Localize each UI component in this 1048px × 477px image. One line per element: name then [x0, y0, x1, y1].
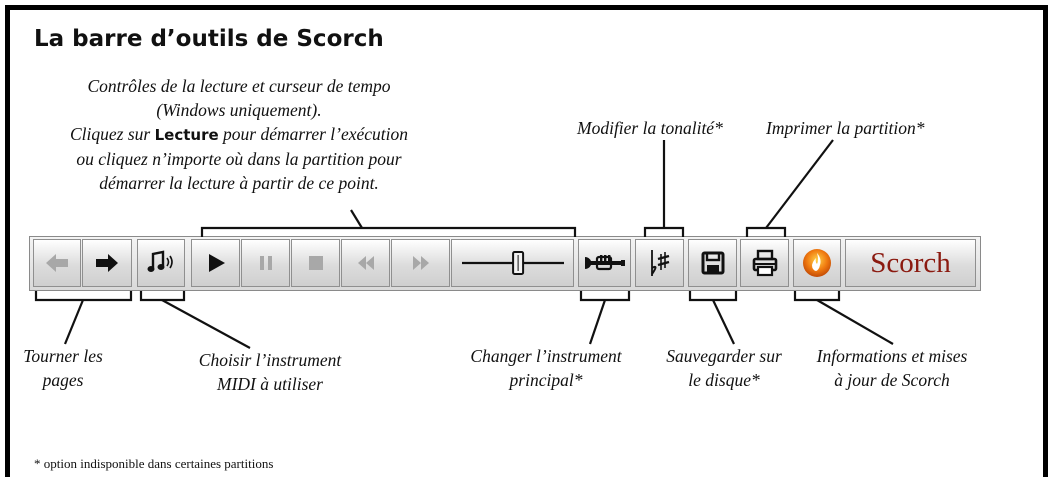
midi-note-icon	[147, 250, 173, 272]
page-title: La barre d’outils de Scorch	[34, 26, 384, 52]
caption-line-5: démarrer la lecture à partir de ce point…	[99, 173, 379, 193]
printer-icon	[752, 249, 777, 277]
playback-leader	[350, 209, 363, 229]
rewind-button[interactable]	[341, 239, 390, 287]
stop-icon	[308, 256, 323, 270]
arrow-left-icon	[46, 254, 68, 272]
arrow-right-icon	[96, 254, 118, 272]
tempo-slider-icon	[461, 251, 564, 275]
print-leader	[765, 139, 834, 229]
save-button[interactable]	[688, 239, 737, 287]
instrument-leader	[588, 299, 607, 345]
save-leader	[712, 299, 735, 345]
midi-line-1: Choisir l’instrument	[198, 350, 342, 370]
print-button[interactable]	[740, 239, 789, 287]
playback-caption: Contrôles de la lecture et curseur de te…	[34, 74, 444, 195]
midi-caption: Choisir l’instrument MIDI à utiliser	[170, 348, 370, 396]
midi-instrument-button[interactable]	[137, 239, 185, 287]
caption-line-3a: Cliquez sur	[69, 124, 151, 144]
scorch-logo-button[interactable]: Scorch	[845, 239, 976, 287]
save-caption: Sauvegarder sur le disque*	[648, 344, 800, 392]
info-line-2: à jour de Scorch	[834, 370, 950, 390]
change-instrument-button[interactable]	[578, 239, 631, 287]
stop-button[interactable]	[291, 239, 340, 287]
save-line-2: le disque*	[688, 370, 760, 390]
pause-icon	[259, 256, 272, 270]
turn-pages-leader	[63, 299, 85, 345]
save-bracket	[688, 291, 738, 302]
info-caption: Informations et mises à jour de Scorch	[772, 344, 1012, 392]
caption-line-2: (Windows uniquement).	[156, 100, 322, 120]
next-page-button[interactable]	[82, 239, 132, 287]
transpose-caption: Modifier la tonalité*	[577, 118, 723, 138]
transpose-icon	[650, 250, 669, 276]
caption-line-4: ou cliquez n’importe où dans la partitio…	[76, 149, 402, 169]
play-icon	[208, 254, 225, 272]
info-line-1: Informations et mises	[816, 346, 968, 366]
playback-bracket	[200, 226, 577, 237]
turn-pages-line-2: pages	[42, 370, 84, 390]
save-line-1: Sauvegarder sur	[666, 346, 782, 366]
print-bracket	[745, 226, 787, 237]
transpose-bracket	[643, 226, 685, 237]
trumpet-icon	[584, 255, 625, 271]
instrument-line-1: Changer l’instrument	[470, 346, 622, 366]
caption-line-3b: pour démarrer l’exécution	[223, 124, 409, 144]
turn-pages-bracket	[34, 291, 133, 302]
fast-forward-button[interactable]	[391, 239, 450, 287]
instrument-bracket	[579, 291, 631, 302]
footnote: * option indisponible dans certaines par…	[34, 456, 274, 471]
caption-line-3: Cliquez sur Lecture pour démarrer l’exéc…	[34, 122, 444, 147]
scorch-info-button[interactable]	[793, 239, 841, 287]
instrument-line-2: principal*	[509, 370, 583, 390]
info-bracket	[793, 291, 841, 302]
print-caption: Imprimer la partition*	[766, 118, 925, 138]
instrument-caption: Changer l’instrument principal*	[446, 344, 646, 392]
turn-pages-line-1: Tourner les	[23, 346, 103, 366]
play-button[interactable]	[191, 239, 240, 287]
rewind-icon	[357, 256, 374, 270]
transpose-button[interactable]	[635, 239, 684, 287]
turn-pages-caption: Tourner les pages	[8, 344, 118, 392]
midi-bracket	[139, 291, 186, 302]
save-disk-icon	[701, 251, 724, 275]
midi-line-2: MIDI à utiliser	[217, 374, 323, 394]
caption-lecture-word: Lecture	[154, 126, 219, 144]
fast-forward-icon	[412, 256, 429, 270]
pause-button[interactable]	[241, 239, 290, 287]
info-leader	[816, 299, 894, 345]
scorch-logo: Scorch	[870, 246, 951, 279]
tempo-slider[interactable]	[451, 239, 574, 287]
previous-page-button[interactable]	[33, 239, 81, 287]
flame-icon	[803, 249, 831, 277]
midi-leader	[161, 299, 251, 349]
caption-line-1: Contrôles de la lecture et curseur de te…	[87, 76, 391, 96]
